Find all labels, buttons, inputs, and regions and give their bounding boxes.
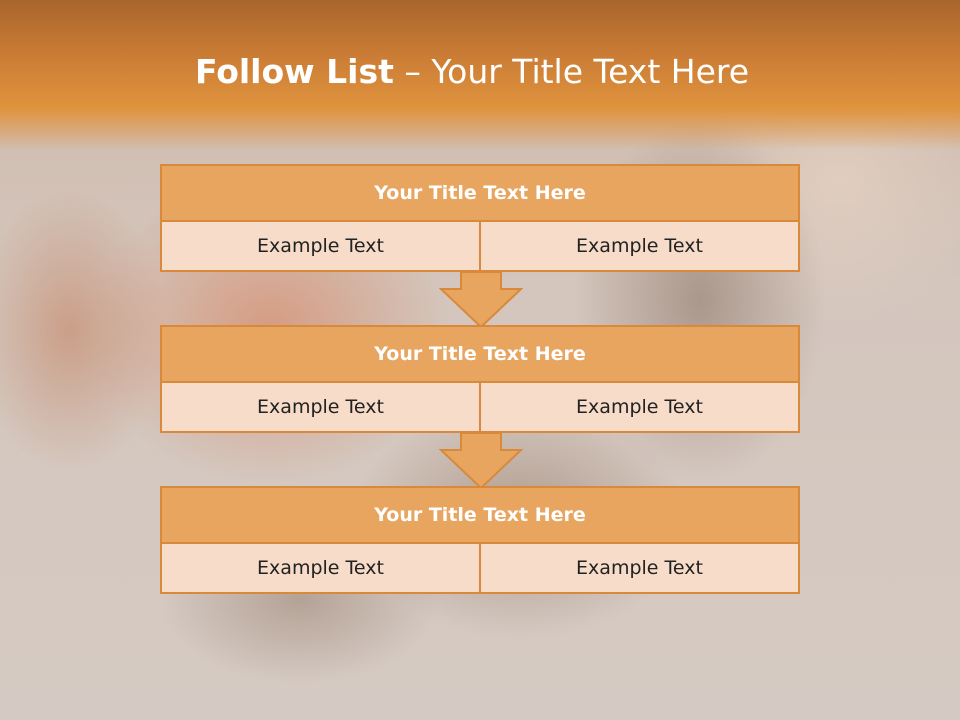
header-band <box>0 0 960 150</box>
block-1-title: Your Title Text Here <box>162 166 798 222</box>
slide-title: Follow List – Your Title Text Here <box>0 52 944 91</box>
title-rest: – Your Title Text Here <box>393 52 750 91</box>
block-2-left-text: Example Text <box>162 383 479 431</box>
flow-block-3: Your Title Text Here Example Text Exampl… <box>160 486 800 594</box>
block-1-row: Example Text Example Text <box>162 222 798 270</box>
down-arrow-icon <box>439 432 523 490</box>
block-1-left-text: Example Text <box>162 222 479 270</box>
title-bold: Follow List <box>194 52 394 91</box>
block-1-right-text: Example Text <box>479 222 798 270</box>
block-2-title: Your Title Text Here <box>162 327 798 383</box>
flow-block-2: Your Title Text Here Example Text Exampl… <box>160 325 800 433</box>
down-arrow-icon <box>439 271 523 329</box>
block-3-right-text: Example Text <box>479 544 798 592</box>
block-3-row: Example Text Example Text <box>162 544 798 592</box>
block-3-left-text: Example Text <box>162 544 479 592</box>
block-3-title: Your Title Text Here <box>162 488 798 544</box>
block-2-row: Example Text Example Text <box>162 383 798 431</box>
flow-block-1: Your Title Text Here Example Text Exampl… <box>160 164 800 272</box>
block-2-right-text: Example Text <box>479 383 798 431</box>
